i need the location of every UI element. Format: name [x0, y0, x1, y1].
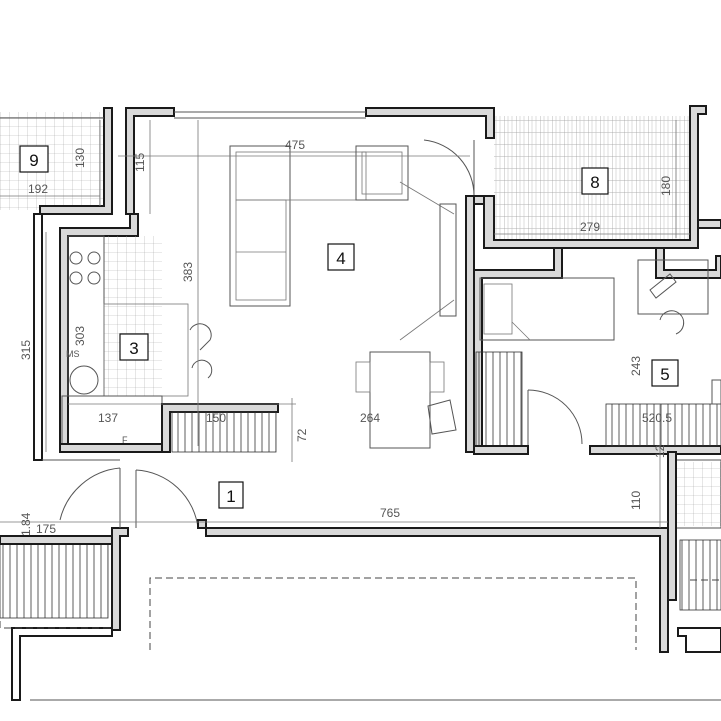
dim-315: 315	[19, 340, 33, 360]
dim-110: 110	[629, 491, 643, 510]
dim-303: 303	[73, 326, 87, 346]
dim-243: 243	[629, 356, 643, 376]
kitchen-room-3	[59, 235, 279, 453]
dim-115: 115	[133, 153, 147, 172]
room-number-4: 4	[336, 249, 345, 268]
room-label-4: 4	[327, 243, 355, 271]
dim-765: 765	[380, 506, 400, 520]
dim-383: 383	[181, 262, 195, 282]
room-number-8: 8	[590, 173, 599, 192]
dim-150: 150	[206, 411, 226, 425]
dim-137: 137	[98, 411, 118, 425]
dim-180: 180	[659, 176, 673, 196]
dimension-lines	[0, 120, 690, 528]
dim-1-84: 1.84	[19, 512, 33, 536]
mark-f: F	[122, 435, 128, 445]
room-number-9: 9	[29, 151, 38, 170]
dim-264: 264	[360, 411, 380, 425]
living-room-4	[229, 139, 485, 453]
dim-175: 175	[36, 522, 56, 536]
dim-12: 12	[653, 444, 667, 458]
room-label-9: 9	[19, 145, 49, 173]
dim-130: 130	[73, 148, 87, 168]
room-number-3: 3	[129, 339, 138, 358]
mark-ms: MS	[66, 349, 80, 359]
room-label-5: 5	[651, 359, 679, 387]
room-label-1: 1	[218, 481, 244, 509]
balcony-9	[0, 107, 113, 215]
stair-lower-left	[0, 535, 113, 619]
room-number-5: 5	[660, 365, 669, 384]
dim-475: 475	[285, 138, 305, 152]
dim-520-5: 520.5	[642, 411, 672, 425]
dim-279: 279	[580, 220, 600, 234]
room-label-8: 8	[581, 167, 609, 195]
dim-192: 192	[28, 182, 48, 196]
room-label-3: 3	[119, 333, 149, 361]
room-number-1: 1	[226, 487, 235, 506]
lower-outline-dashed	[0, 577, 721, 701]
bedroom-room-5	[473, 247, 721, 455]
dim-72: 72	[295, 428, 309, 442]
hall-room-1	[59, 451, 721, 653]
